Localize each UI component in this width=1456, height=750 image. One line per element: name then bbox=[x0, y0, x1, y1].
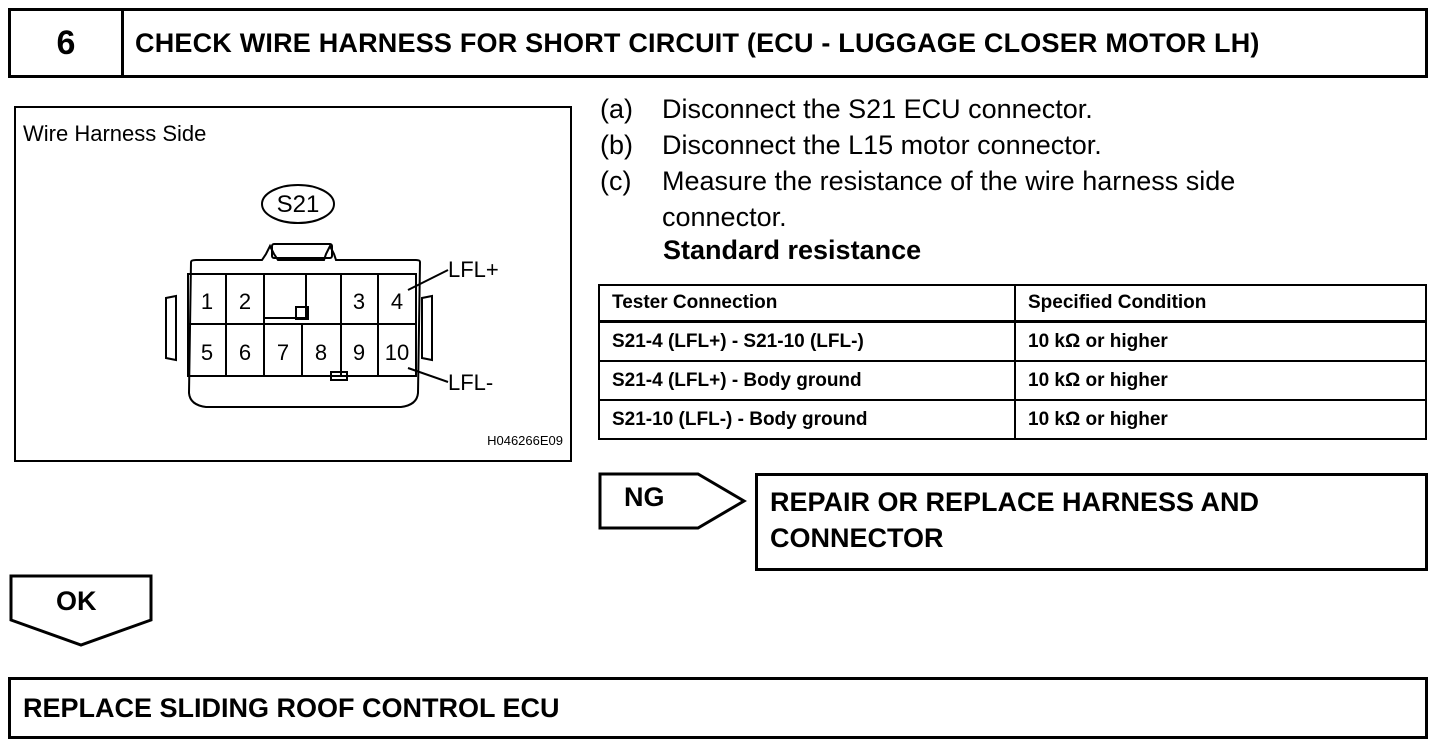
instruction-label: (b) bbox=[600, 130, 633, 160]
ng-result-box: REPAIR OR REPLACE HARNESS AND CONNECTOR bbox=[755, 473, 1428, 571]
table-cell: 10 kΩ or higher bbox=[1014, 360, 1427, 401]
pin-label: 8 bbox=[315, 340, 327, 365]
table-header-row: Tester Connection Specified Condition bbox=[598, 284, 1427, 323]
instruction-text: Measure the resistance of the wire harne… bbox=[662, 166, 1236, 196]
pin-label: 1 bbox=[201, 289, 213, 314]
instruction-text: Disconnect the S21 ECU connector. bbox=[662, 94, 1093, 124]
instruction-text: Disconnect the L15 motor connector. bbox=[662, 130, 1102, 160]
pin-label: 4 bbox=[391, 289, 403, 314]
table-header: Specified Condition bbox=[1014, 284, 1427, 323]
callout-line-top bbox=[407, 269, 449, 291]
pin-label: 6 bbox=[239, 340, 251, 365]
standard-resistance-heading: Standard resistance bbox=[663, 235, 922, 265]
pin-label: 2 bbox=[239, 289, 251, 314]
table-row: S21-4 (LFL+) - S21-10 (LFL-) 10 kΩ or hi… bbox=[598, 320, 1427, 362]
step-title: CHECK WIRE HARNESS FOR SHORT CIRCUIT (EC… bbox=[135, 27, 1260, 58]
ng-result-text: REPAIR OR REPLACE HARNESS AND CONNECTOR bbox=[770, 487, 1260, 553]
table-header: Tester Connection bbox=[598, 284, 1016, 323]
table-cell: S21-4 (LFL+) - S21-10 (LFL-) bbox=[598, 320, 1016, 362]
table-row: S21-4 (LFL+) - Body ground 10 kΩ or high… bbox=[598, 360, 1427, 401]
connector-diagram: Wire Harness Side S21 bbox=[23, 121, 563, 448]
pin-numbers: 1 2 3 4 5 6 7 8 9 10 bbox=[201, 289, 409, 365]
ng-label: NG bbox=[624, 482, 665, 512]
table-cell: 10 kΩ or higher bbox=[1014, 320, 1427, 362]
table-cell: S21-10 (LFL-) - Body ground bbox=[598, 399, 1016, 440]
pin-grid bbox=[188, 274, 416, 377]
diagram-caption: Wire Harness Side bbox=[23, 121, 206, 146]
callout-lfl-minus: LFL- bbox=[448, 370, 493, 395]
step-header: 6 CHECK WIRE HARNESS FOR SHORT CIRCUIT (… bbox=[8, 8, 1428, 78]
pin-label: 5 bbox=[201, 340, 213, 365]
pin-label: 9 bbox=[353, 340, 365, 365]
ok-result-text: REPLACE SLIDING ROOF CONTROL ECU bbox=[23, 692, 560, 723]
ng-arrow-icon bbox=[598, 472, 747, 530]
table-row: S21-10 (LFL-) - Body ground 10 kΩ or hig… bbox=[598, 399, 1427, 440]
instruction-label: (c) bbox=[600, 166, 632, 196]
figure-code: H046266E09 bbox=[487, 433, 563, 448]
pin-label: 10 bbox=[385, 340, 409, 365]
connector-id-label: S21 bbox=[277, 191, 320, 218]
connector-id-oval bbox=[261, 184, 335, 224]
connector-outline bbox=[165, 243, 433, 408]
pin-label: 7 bbox=[277, 340, 289, 365]
pin-label: 3 bbox=[353, 289, 365, 314]
step-number: 6 bbox=[11, 11, 124, 75]
ok-result-box: REPLACE SLIDING ROOF CONTROL ECU bbox=[8, 677, 1428, 739]
table-cell: S21-4 (LFL+) - Body ground bbox=[598, 360, 1016, 401]
instruction-text: connector. bbox=[662, 202, 787, 232]
ok-arrow-icon bbox=[9, 574, 153, 647]
instruction-label: (a) bbox=[600, 94, 633, 124]
ok-label: OK bbox=[56, 586, 97, 616]
callout-line-bottom bbox=[407, 367, 449, 383]
callout-lfl-plus: LFL+ bbox=[448, 257, 499, 282]
specification-table: Tester Connection Specified Condition S2… bbox=[598, 284, 1427, 440]
table-cell: 10 kΩ or higher bbox=[1014, 399, 1427, 440]
connector-diagram-panel: Wire Harness Side S21 bbox=[14, 106, 572, 462]
